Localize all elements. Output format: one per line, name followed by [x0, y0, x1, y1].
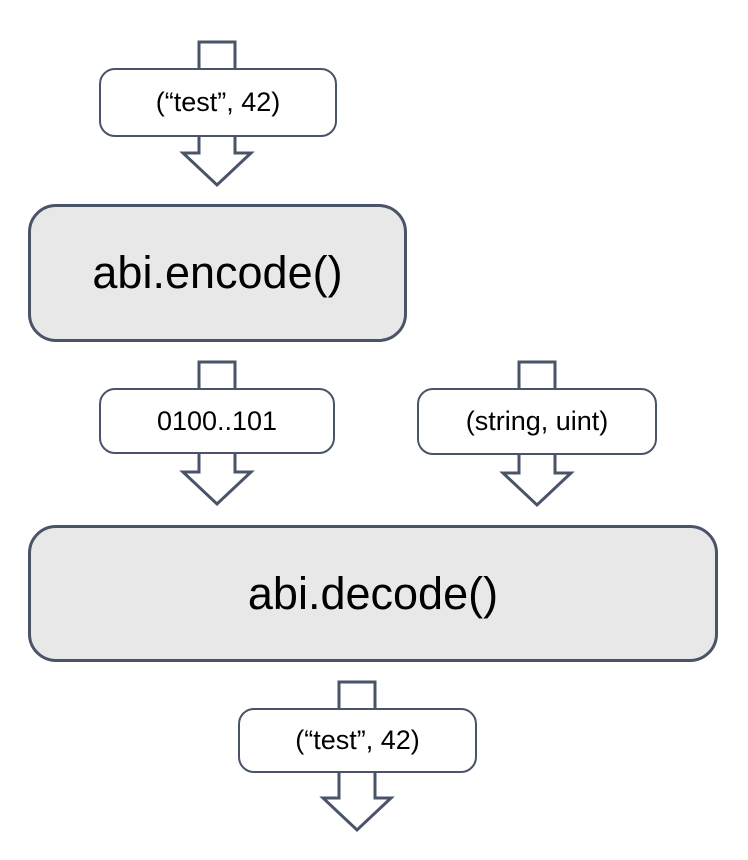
- output-value-label: (“test”, 42): [295, 725, 420, 755]
- input-value-label: (“test”, 42): [155, 87, 281, 117]
- decode-function-node: abi.decode(): [28, 525, 718, 662]
- type-spec-node: (string, uint): [417, 388, 657, 455]
- encoded-bytes-node: 0100..101: [99, 388, 335, 454]
- output-value-node: (“test”, 42): [238, 708, 477, 773]
- type-spec-label: (string, uint): [465, 406, 609, 436]
- encode-function-node: abi.encode(): [28, 204, 407, 342]
- encode-function-label: abi.encode(): [92, 247, 343, 298]
- encoded-bytes-label: 0100..101: [156, 405, 278, 436]
- input-value-node: (“test”, 42): [99, 68, 337, 137]
- decode-function-label: abi.decode(): [247, 567, 499, 619]
